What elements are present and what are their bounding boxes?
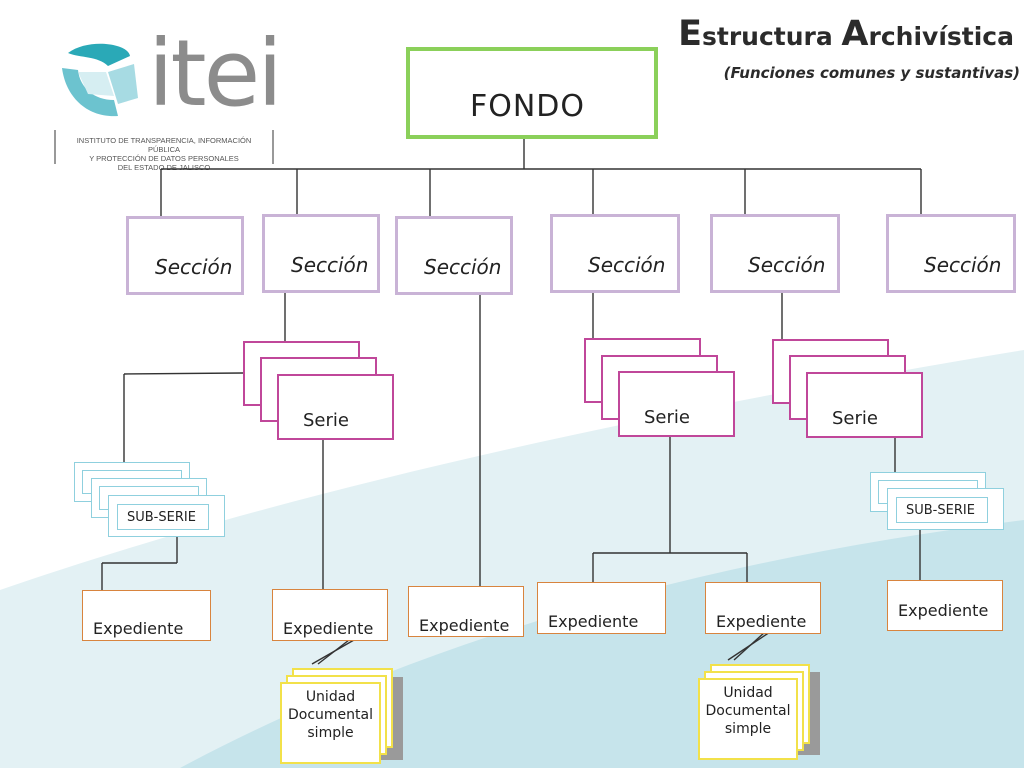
- fondo-label: FONDO: [470, 89, 586, 124]
- expediente-label: Expediente: [898, 601, 989, 620]
- subserie-inner-1: SUB-SERIE: [117, 504, 209, 530]
- title-initial-a: A: [841, 14, 869, 54]
- unidad-line-3: simple: [724, 721, 772, 737]
- logo-frame: [54, 130, 274, 164]
- seccion-box-2: Sección: [262, 214, 380, 293]
- page-subtitle: (Funciones comunes y sustantivas): [723, 64, 1020, 82]
- title-word-1: structura: [701, 22, 842, 51]
- expediente-box-4: Expediente: [537, 582, 666, 634]
- institution-line-3: DEL ESTADO DE JALISCO: [117, 163, 211, 172]
- seccion-label: Sección: [748, 253, 826, 277]
- title-word-2: rchivística: [868, 22, 1014, 51]
- seccion-box-3: Sección: [395, 216, 513, 295]
- itei-logo-mark: [62, 43, 138, 117]
- seccion-label: Sección: [424, 255, 502, 279]
- logo-wordmark: itei: [148, 20, 283, 127]
- expediente-box-3: Expediente: [408, 586, 524, 637]
- seccion-label: Sección: [291, 253, 369, 277]
- serie-label: Serie: [303, 410, 349, 431]
- expediente-label: Expediente: [419, 616, 510, 635]
- expediente-box-1: Expediente: [82, 590, 211, 641]
- serie-box-2: Serie: [618, 371, 735, 437]
- logo-institution-name: INSTITUTO DE TRANSPARENCIA, INFORMACIÓN …: [60, 136, 268, 172]
- seccion-box-4: Sección: [550, 214, 680, 293]
- serie-box-3: Serie: [806, 372, 923, 438]
- unidad-line-1: Unidad: [723, 685, 773, 701]
- seccion-label: Sección: [588, 253, 666, 277]
- unidad-box-1: Unidad Documental simple: [280, 682, 381, 764]
- seccion-box-1: Sección: [126, 216, 244, 295]
- subserie-label: SUB-SERIE: [127, 510, 196, 525]
- seccion-label: Sección: [155, 255, 233, 279]
- expediente-label: Expediente: [716, 612, 807, 631]
- page-title: Estructura Archivística: [678, 14, 1014, 54]
- unidad-label: Unidad Documental simple: [282, 688, 379, 742]
- subserie-label: SUB-SERIE: [906, 503, 975, 518]
- expediente-label: Expediente: [283, 619, 374, 638]
- seccion-box-6: Sección: [886, 214, 1016, 293]
- unidad-line-3: simple: [307, 725, 354, 741]
- unidad-line-2: Documental: [288, 707, 373, 723]
- unidad-line-1: Unidad: [305, 689, 356, 705]
- expediente-label: Expediente: [93, 619, 184, 638]
- unidad-box-2: Unidad Documental simple: [698, 678, 798, 760]
- fondo-box: FONDO: [406, 47, 658, 139]
- seccion-box-5: Sección: [710, 214, 840, 293]
- expediente-box-6: Expediente: [887, 580, 1003, 631]
- title-initial-e: E: [678, 14, 702, 54]
- unidad-line-2: Documental: [705, 703, 791, 719]
- serie-label: Serie: [832, 408, 878, 429]
- expediente-box-5: Expediente: [705, 582, 821, 634]
- serie-box-1: Serie: [277, 374, 394, 440]
- unidad-label: Unidad Documental simple: [700, 684, 796, 738]
- seccion-label: Sección: [924, 253, 1002, 277]
- expediente-label: Expediente: [548, 612, 639, 631]
- subserie-inner-2: SUB-SERIE: [896, 497, 988, 523]
- institution-line-1: INSTITUTO DE TRANSPARENCIA, INFORMACIÓN …: [76, 136, 252, 154]
- serie-label: Serie: [644, 407, 690, 428]
- expediente-box-2: Expediente: [272, 589, 388, 641]
- institution-line-2: Y PROTECCIÓN DE DATOS PERSONALES: [89, 154, 239, 163]
